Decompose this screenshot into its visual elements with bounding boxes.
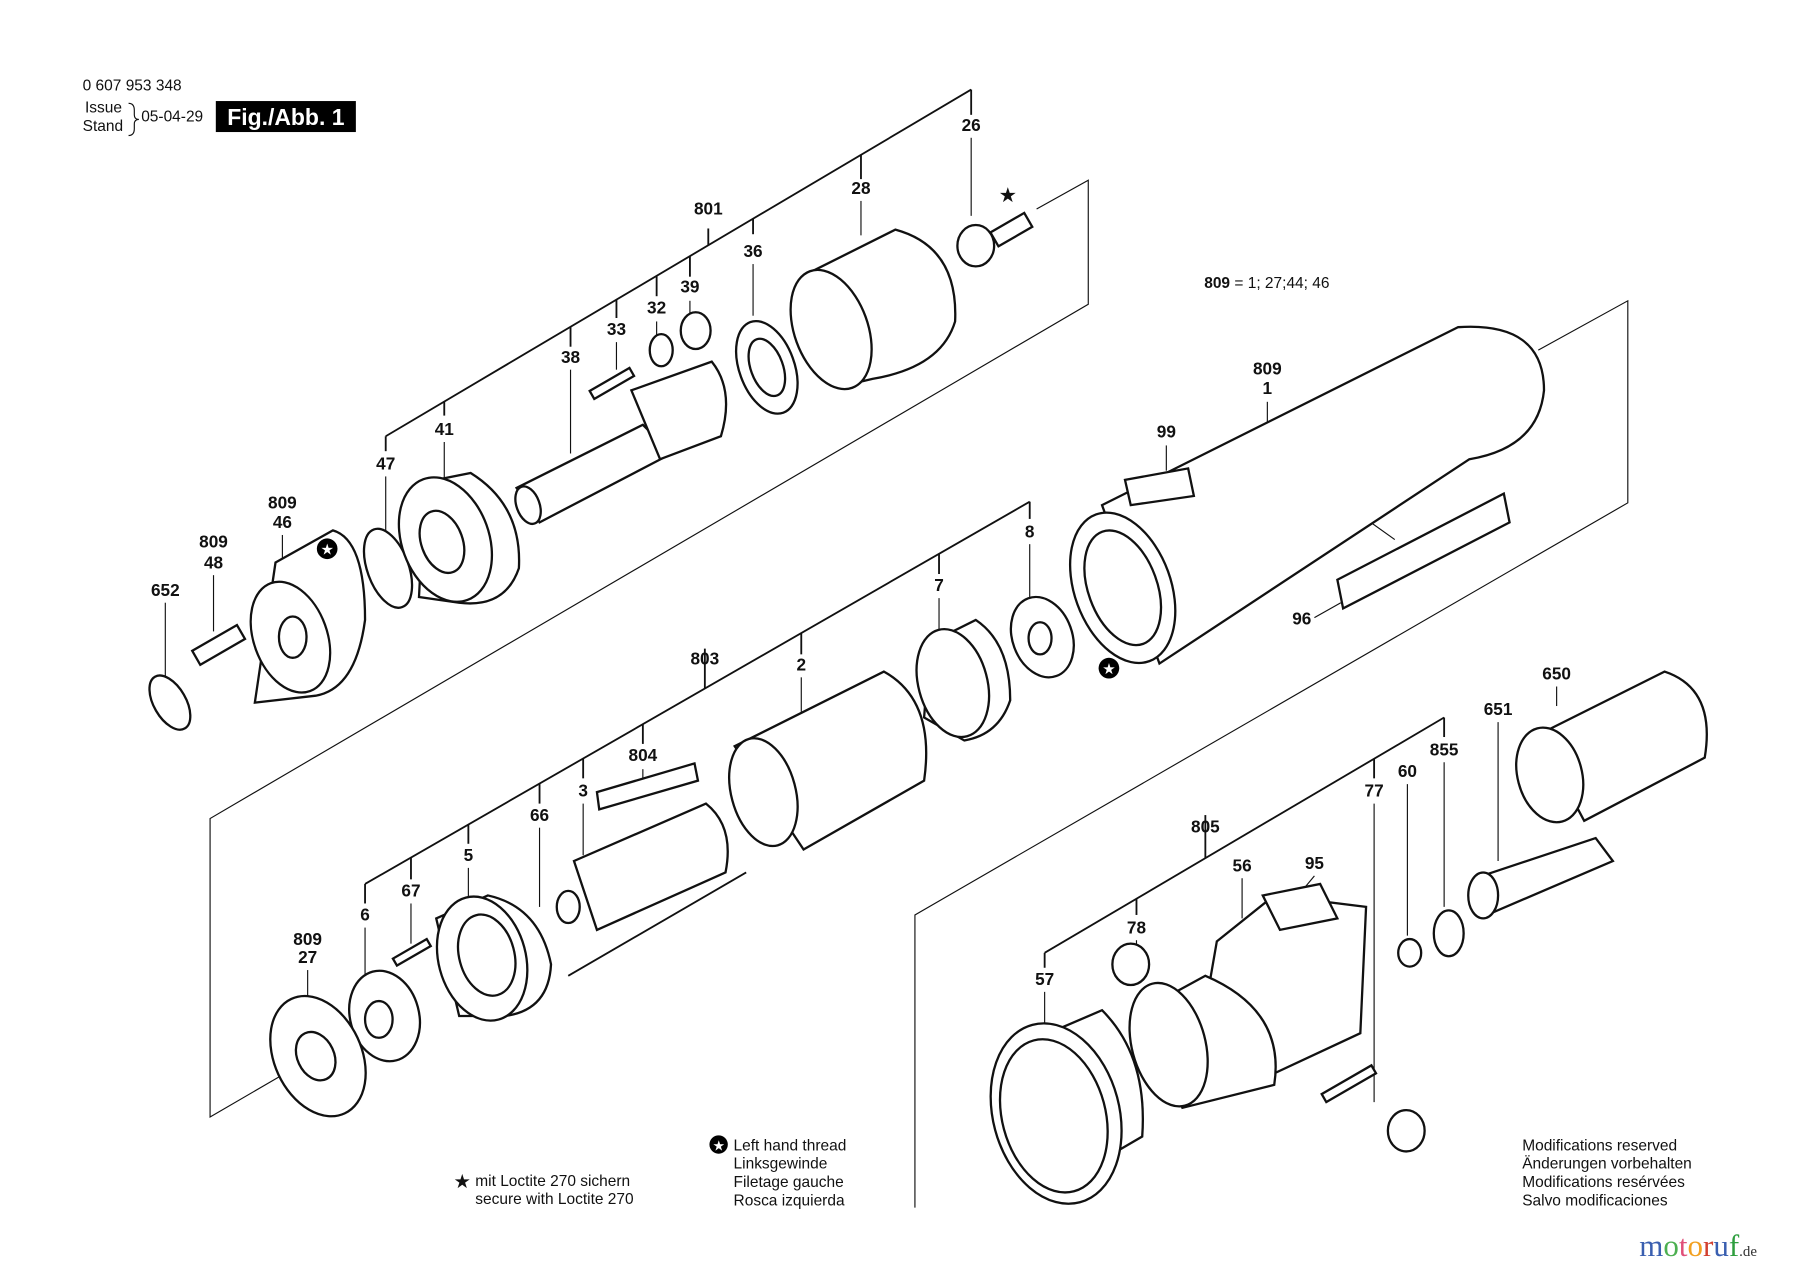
part-label-60: 60 bbox=[1398, 761, 1417, 781]
left-thread-de: Linksgewinde bbox=[734, 1156, 828, 1173]
part-label-36: 36 bbox=[743, 241, 762, 261]
part-label-804: 804 bbox=[629, 745, 658, 765]
modifications-en: Modifications reserved bbox=[1522, 1137, 1677, 1154]
part-label-66: 66 bbox=[530, 805, 549, 825]
part-label-57: 57 bbox=[1035, 969, 1054, 989]
loctite-note-de: mit Loctite 270 sichern bbox=[475, 1173, 630, 1190]
pointer-line bbox=[1314, 602, 1342, 619]
part-number: 0 607 953 348 bbox=[83, 78, 182, 95]
part-labels: 8012628363932333841478094680948652809199… bbox=[151, 115, 1571, 989]
bracket-line bbox=[1044, 716, 1445, 954]
left-thread-fr: Filetage gauche bbox=[734, 1174, 844, 1191]
circled-star-icon: ★ bbox=[1098, 657, 1120, 679]
svg-text:★: ★ bbox=[999, 184, 1018, 207]
part-label-855: 855 bbox=[1430, 739, 1459, 759]
part-label-99: 99 bbox=[1157, 421, 1176, 441]
modifications-es: Salvo modificaciones bbox=[1522, 1192, 1668, 1209]
top-assembly bbox=[148, 211, 1034, 731]
part-label-47: 47 bbox=[376, 454, 395, 474]
svg-text:★: ★ bbox=[1102, 661, 1115, 678]
modifications-fr: Modifications resérvées bbox=[1522, 1174, 1685, 1191]
part-label-28: 28 bbox=[851, 178, 871, 198]
brace-icon bbox=[128, 102, 139, 137]
stand-label: Stand bbox=[83, 118, 123, 135]
part-label-1: 1 bbox=[1263, 378, 1273, 398]
part-label-650: 650 bbox=[1542, 664, 1571, 684]
middle-assembly bbox=[269, 325, 1546, 1118]
part-label-32: 32 bbox=[647, 297, 666, 317]
part-label-33: 33 bbox=[607, 319, 626, 339]
group-frames bbox=[209, 179, 1629, 1208]
issue-label: Issue bbox=[85, 100, 122, 117]
bracket-line bbox=[385, 88, 972, 438]
part-label-26: 26 bbox=[962, 115, 981, 135]
part-label-809: 809 bbox=[268, 493, 297, 513]
part-label-651: 651 bbox=[1484, 699, 1513, 719]
part-label-7: 7 bbox=[934, 575, 944, 595]
part-label-2: 2 bbox=[796, 654, 806, 674]
part-label-41: 41 bbox=[435, 419, 455, 439]
lower-assembly bbox=[989, 670, 1708, 1205]
figure-badge bbox=[215, 101, 356, 133]
part-label-805: 805 bbox=[1191, 816, 1220, 836]
part-label-95: 95 bbox=[1305, 853, 1325, 873]
svg-text:★: ★ bbox=[320, 541, 333, 558]
circled-star-icon: ★ bbox=[316, 538, 338, 560]
part-label-6: 6 bbox=[360, 905, 370, 925]
part-label-39: 39 bbox=[680, 277, 699, 297]
part-label-803: 803 bbox=[690, 649, 719, 669]
bracket-line bbox=[364, 500, 1031, 885]
figure-label: Fig./Abb. 1 bbox=[227, 104, 344, 130]
part-label-8: 8 bbox=[1025, 521, 1035, 541]
part-label-809: 809 bbox=[1253, 358, 1282, 378]
part-label-652: 652 bbox=[151, 580, 180, 600]
part-label-5: 5 bbox=[464, 845, 474, 865]
part-label-48: 48 bbox=[204, 552, 224, 572]
loctite-note-en: secure with Loctite 270 bbox=[475, 1191, 633, 1208]
left-thread-en: Left hand thread bbox=[734, 1137, 847, 1154]
left-thread-es: Rosca izquierda bbox=[734, 1192, 845, 1209]
motoruf-watermark: motoruf.de bbox=[1639, 1228, 1757, 1263]
part-label-809: 809 bbox=[199, 532, 228, 552]
part-label-38: 38 bbox=[561, 347, 581, 367]
star-icon: ★ bbox=[999, 184, 1018, 207]
part-label-801: 801 bbox=[694, 199, 723, 219]
part-label-96: 96 bbox=[1292, 609, 1311, 629]
diagram-markers: ★ ★ ★ bbox=[316, 184, 1120, 679]
star-icon: ★ bbox=[453, 1171, 470, 1193]
circled-star-icon: ★ bbox=[709, 1135, 728, 1154]
part-label-27: 27 bbox=[298, 947, 317, 967]
part-label-67: 67 bbox=[401, 881, 420, 901]
svg-text:★: ★ bbox=[712, 1138, 724, 1153]
part-label-78: 78 bbox=[1127, 917, 1147, 937]
formula: 809 = 1; 27;44; 46 bbox=[1204, 275, 1329, 292]
svg-text:motoruf.de: motoruf.de bbox=[1639, 1228, 1757, 1263]
issue-date: 05-04-29 bbox=[141, 109, 203, 126]
part-label-809: 809 bbox=[293, 929, 322, 949]
part-label-3: 3 bbox=[578, 781, 588, 801]
modifications-de: Änderungen vorbehalten bbox=[1522, 1156, 1692, 1173]
part-label-77: 77 bbox=[1365, 781, 1384, 801]
part-label-56: 56 bbox=[1233, 855, 1252, 875]
leader-lines bbox=[164, 88, 1558, 1103]
part-label-46: 46 bbox=[273, 512, 292, 532]
